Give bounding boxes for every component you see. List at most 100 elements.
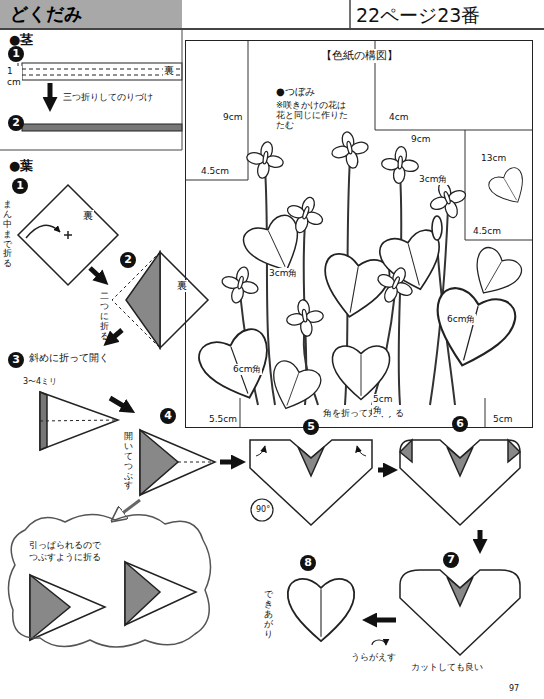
annotation: 5.5cm [208,414,238,425]
leaf-steps [220,460,240,465]
header-band [0,0,182,28]
annotation: 13cm [480,153,507,164]
page-title: どくだみ [10,2,82,25]
leaf-steps [250,440,372,525]
vertical-note: まん中まで折る [3,200,12,269]
leaf-steps [447,447,473,476]
annotation: 6cm角 [232,364,262,375]
section-heading: ●茎 [8,32,34,48]
annotation: 97 [508,684,520,694]
leaf-steps [160,252,208,348]
annotation: 裏 [82,210,94,222]
leaf-steps [251,499,273,521]
step-number: 4 [160,408,176,424]
flower-stems [240,158,455,405]
stem-diagram [0,150,182,151]
header-band [0,0,544,29]
annotation: ※咲きかけの花は花と同じに作りたたむ [275,100,349,131]
cloud-outline [8,514,210,647]
vertical-note: できあがり [264,590,273,639]
composition-grid [240,398,241,428]
annotation: 9cm [222,112,243,123]
section-heading: ●葉 [8,158,34,174]
annotation: 9cm [410,134,431,145]
annotation: 4cm [388,112,409,123]
leaf-steps [125,562,196,625]
leaf-steps [40,420,118,421]
leaf-steps [110,398,130,410]
step-number: 1 [12,178,28,194]
flowers [281,191,328,238]
stem-diagram [22,75,182,76]
leaf-steps [140,430,178,495]
annotation: 90° [255,505,271,515]
leaf-steps [40,392,118,450]
annotation: 裏 [176,280,188,292]
header-band [0,28,544,30]
vertical-note: 開いてつぶす [124,432,133,491]
annotation: 3cm角 [418,174,448,185]
flowers [284,297,326,339]
heart-leaves [195,325,282,410]
leaf-steps [368,618,396,623]
heart-leaves [263,358,323,417]
cloud-callout: 引っぱられるのでつぶすように折る [5,510,215,650]
annotation: 3cm角 [268,268,298,279]
annotation: 5cm 角 [372,394,396,416]
step-number: 2 [120,252,136,268]
annotation: うらがえす [350,652,397,663]
annotation: 1 cm [6,66,22,88]
annotation: カットしても良い [410,662,484,673]
leaf-steps [18,185,520,655]
step-number: 1 [8,46,24,62]
annotation: 4.5cm [200,166,230,177]
annotation: 4.5cm [472,226,502,237]
heart-leaves [332,346,389,400]
leaf-steps [357,446,366,456]
leaf-steps [108,330,122,342]
flowers [244,139,287,182]
stem-diagram [22,124,182,131]
composition-grid [185,180,248,181]
leaf-steps [18,185,118,285]
step-number: 7 [443,552,459,568]
leaf-steps [400,440,520,525]
leaf-steps [400,440,412,462]
frame-title: 【色紙の構図】 [318,49,401,63]
stem-diagram [182,29,183,150]
leaf-steps [378,468,392,473]
leaf-steps [64,231,72,239]
leaf-steps [26,225,60,238]
stem-diagram [22,63,182,80]
flowers [371,261,420,310]
leaf-steps [90,268,104,281]
step-number: 2 [8,115,24,131]
leaf-steps [288,579,354,641]
composition-grid [185,40,533,428]
annotation: 三つ折りしてのりづけ [62,92,154,103]
leaf-steps [30,575,105,640]
annotation: 6cm角 [446,314,476,325]
heart-leaves [486,165,533,211]
annotation: 裏 [163,65,175,77]
annotation: 22ページ23番 [355,4,481,27]
composition-grid [465,240,533,241]
vertical-note: 二つに折る [100,292,109,341]
annotation: ●つぼみ [275,86,316,98]
heart-leaves [318,252,392,323]
leaf-steps [372,640,386,645]
leaf-steps [140,430,215,495]
leaf-steps [298,447,324,476]
flowers [380,145,420,185]
flowers [328,128,372,172]
leaf-steps [256,446,265,456]
leaf-steps [125,562,160,625]
stem-diagram [48,83,53,106]
leaf-steps [478,530,483,548]
stem-diagram [22,69,182,70]
annotation: 5cm [492,414,513,425]
composition-grid [375,130,533,131]
composition-grid [485,398,486,428]
cloud-outline [5,510,215,650]
